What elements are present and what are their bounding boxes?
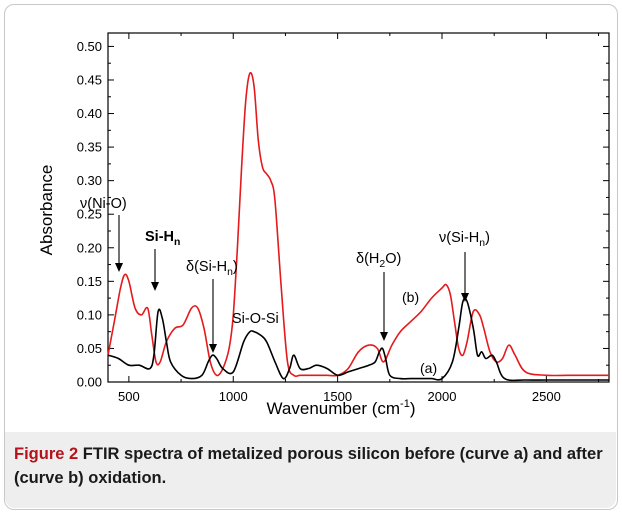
annotation-nu-si-hn: ν(Si-Hn)	[439, 230, 490, 249]
caption-background	[5, 432, 616, 508]
y-tick-label: 0.10	[77, 307, 102, 322]
figure-caption: Figure 2 FTIR spectra of metalized porou…	[14, 442, 610, 490]
chart-axes: 0.00 0.05 0.10 0.15 0.20 0.25 0.30 0.35 0.40 0.45…	[77, 32, 610, 404]
annotation-curve-b: (b)	[402, 289, 419, 305]
x-axis-label-close: )	[410, 399, 416, 418]
y-tick-label: 0.45	[77, 72, 102, 87]
annotation-arrowhead-delta-si-hn	[209, 344, 217, 353]
x-tick-label: 1500	[323, 389, 352, 404]
y-tick-label: 0.05	[77, 341, 102, 356]
y-tick-label: 0.20	[77, 240, 102, 255]
y-tick-label: 0.25	[77, 207, 102, 222]
annotation-arrowhead-si-hn-bold	[151, 282, 159, 291]
annotation-ni-o: ν(Ni-O)	[80, 196, 127, 212]
x-tick-label: 2500	[532, 389, 561, 404]
annotation-si-hn-bold: Si-Hn	[145, 229, 180, 248]
annotation-delta-h2o: δ(H2O)	[356, 251, 401, 270]
x-axis-label-main: Wavenumber (cm	[267, 399, 401, 418]
annotation-curve-a: (a)	[420, 360, 437, 376]
y-tick-label: 0.50	[77, 39, 102, 54]
x-axis-label-sup: -1	[400, 398, 410, 410]
y-tick-label: 0.15	[77, 274, 102, 289]
chart-annotations: ν(Ni-O) Si-Hn δ(Si-Hn) Si-O-Si δ(H2O) ν(Si-Hn…	[80, 196, 490, 376]
plot-area-border	[107, 32, 610, 383]
x-axis-label: Wavenumber (cm-1)	[267, 398, 416, 418]
caption-label: Figure 2	[14, 445, 79, 463]
annotation-arrowhead-ni-o	[115, 263, 123, 272]
y-tick-label: 0.40	[77, 106, 102, 121]
annotation-delta-si-hn: δ(Si-Hn)	[186, 259, 238, 278]
ftir-chart: 0.00 0.05 0.10 0.15 0.20 0.25 0.30 0.35 0.40 0.45…	[37, 32, 610, 418]
x-tick-label: 1000	[219, 389, 248, 404]
caption-text: FTIR spectra of metalized porous silicon…	[14, 445, 603, 487]
x-tick-label: 500	[118, 389, 140, 404]
y-tick-label: 0.35	[77, 140, 102, 155]
annotation-arrowhead-delta-h2o	[380, 332, 388, 341]
series-line-b	[107, 71, 609, 378]
series-line-a	[107, 297, 609, 382]
annotation-si-o-si: Si-O-Si	[232, 311, 279, 327]
figure-frame	[4, 4, 618, 510]
y-axis-label: Absorbance	[37, 165, 56, 256]
y-tick-label: 0.30	[77, 173, 102, 188]
chart-series	[107, 71, 609, 382]
x-tick-label: 2000	[428, 389, 457, 404]
annotation-arrowhead-nu-si-hn	[461, 293, 469, 302]
y-tick-label: 0.00	[77, 375, 102, 390]
